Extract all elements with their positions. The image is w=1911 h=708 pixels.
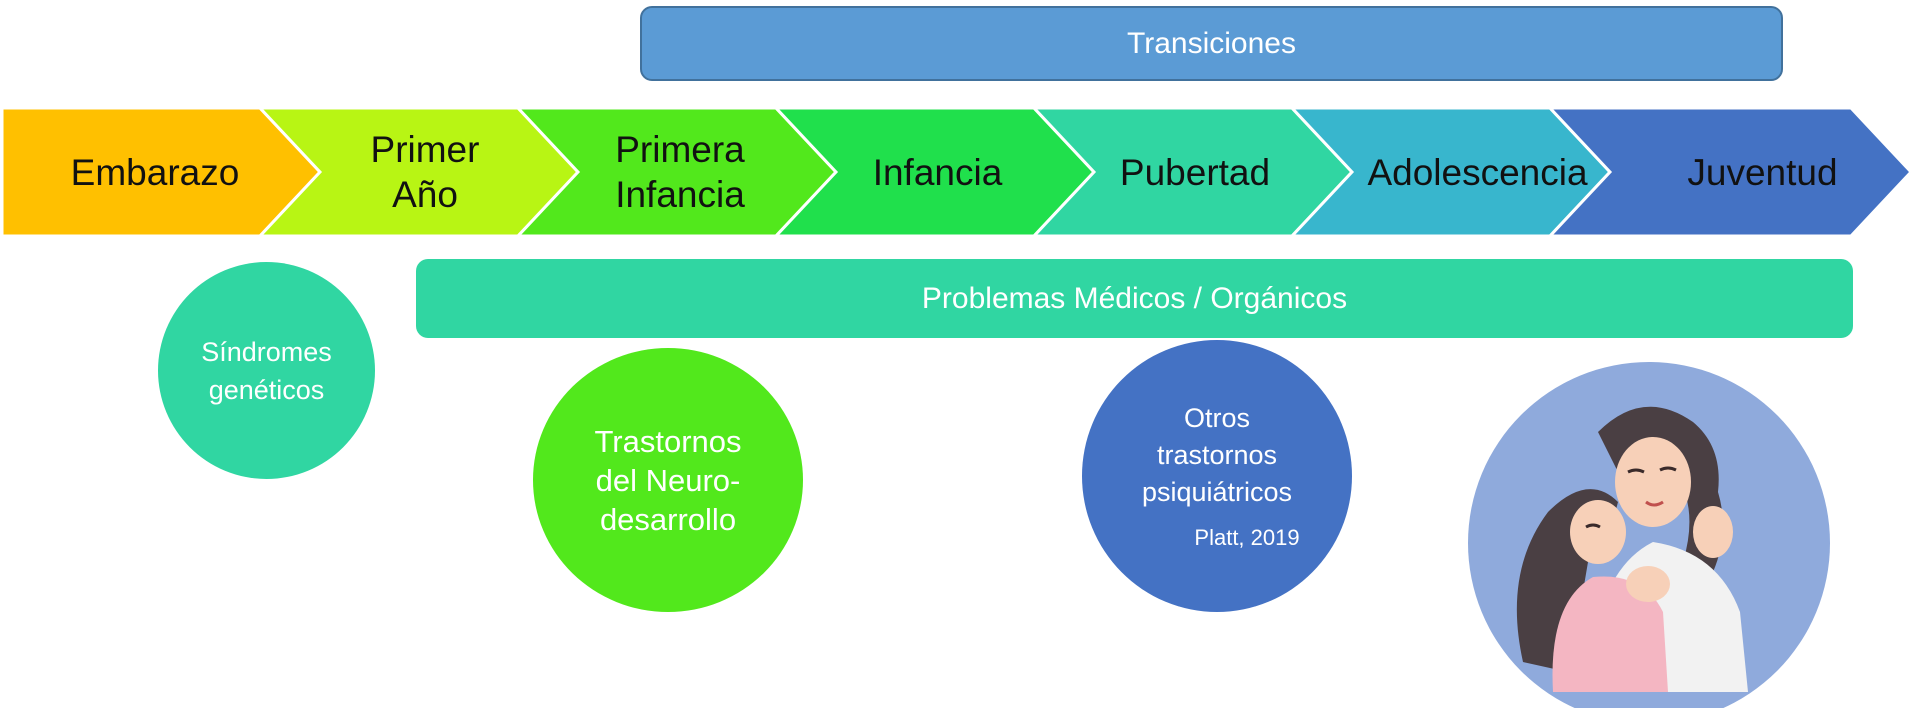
psych-line-1: Otros xyxy=(1183,402,1250,433)
other-psychiatric-disorders-circle: Otros trastornos psiquiátricos Platt, 20… xyxy=(1082,340,1352,612)
stage-label-juventud: Juventud xyxy=(1687,151,1838,193)
stage-label-primer-ano: Primer Año xyxy=(370,129,480,215)
psych-line-2: trastornos xyxy=(1156,439,1278,470)
genetic-line-2: genéticos xyxy=(208,374,325,405)
medical-problems-label: Problemas Médicos / Orgánicos xyxy=(921,281,1348,315)
stage-label-infancia: Infancia xyxy=(872,151,1003,193)
stage-chevron-6 xyxy=(1547,108,1911,236)
genetic-syndromes-circle: Síndromes genéticos xyxy=(158,262,375,479)
medical-problems-band: Problemas Médicos / Orgánicos xyxy=(416,259,1853,338)
neuro-line-3: desarrollo xyxy=(599,501,737,537)
stage-chevron-4 xyxy=(1031,108,1355,236)
life-stage-chevron-strip xyxy=(0,108,1911,236)
neurodevelopment-disorders-circle: Trastornos del Neuro- desarrollo xyxy=(533,348,803,612)
mother-daughter-hug-icon xyxy=(1468,362,1830,708)
transitions-label: Transiciones xyxy=(1127,26,1296,60)
transitions-band: Transiciones xyxy=(640,6,1783,81)
stage-chevron-5 xyxy=(1289,108,1613,236)
genetic-line-1: Síndromes xyxy=(201,336,332,367)
neuro-line-2: del Neuro- xyxy=(595,462,741,498)
stage-chevron-3 xyxy=(773,108,1097,236)
stage-label-embarazo: Embarazo xyxy=(70,151,240,193)
stage-chevron-1 xyxy=(257,108,581,236)
stage-label-pubertad: Pubertad xyxy=(1119,151,1271,193)
psych-line-3: psiquiátricos xyxy=(1141,476,1293,507)
neuro-line-1: Trastornos xyxy=(594,423,742,459)
stage-label-primera-infancia: Primera Infancia xyxy=(615,129,745,215)
stage-chevron-2 xyxy=(515,108,839,236)
citation-reference: Platt, 2019 xyxy=(1194,524,1300,550)
stage-label-adolescencia: Adolescencia xyxy=(1367,151,1588,193)
